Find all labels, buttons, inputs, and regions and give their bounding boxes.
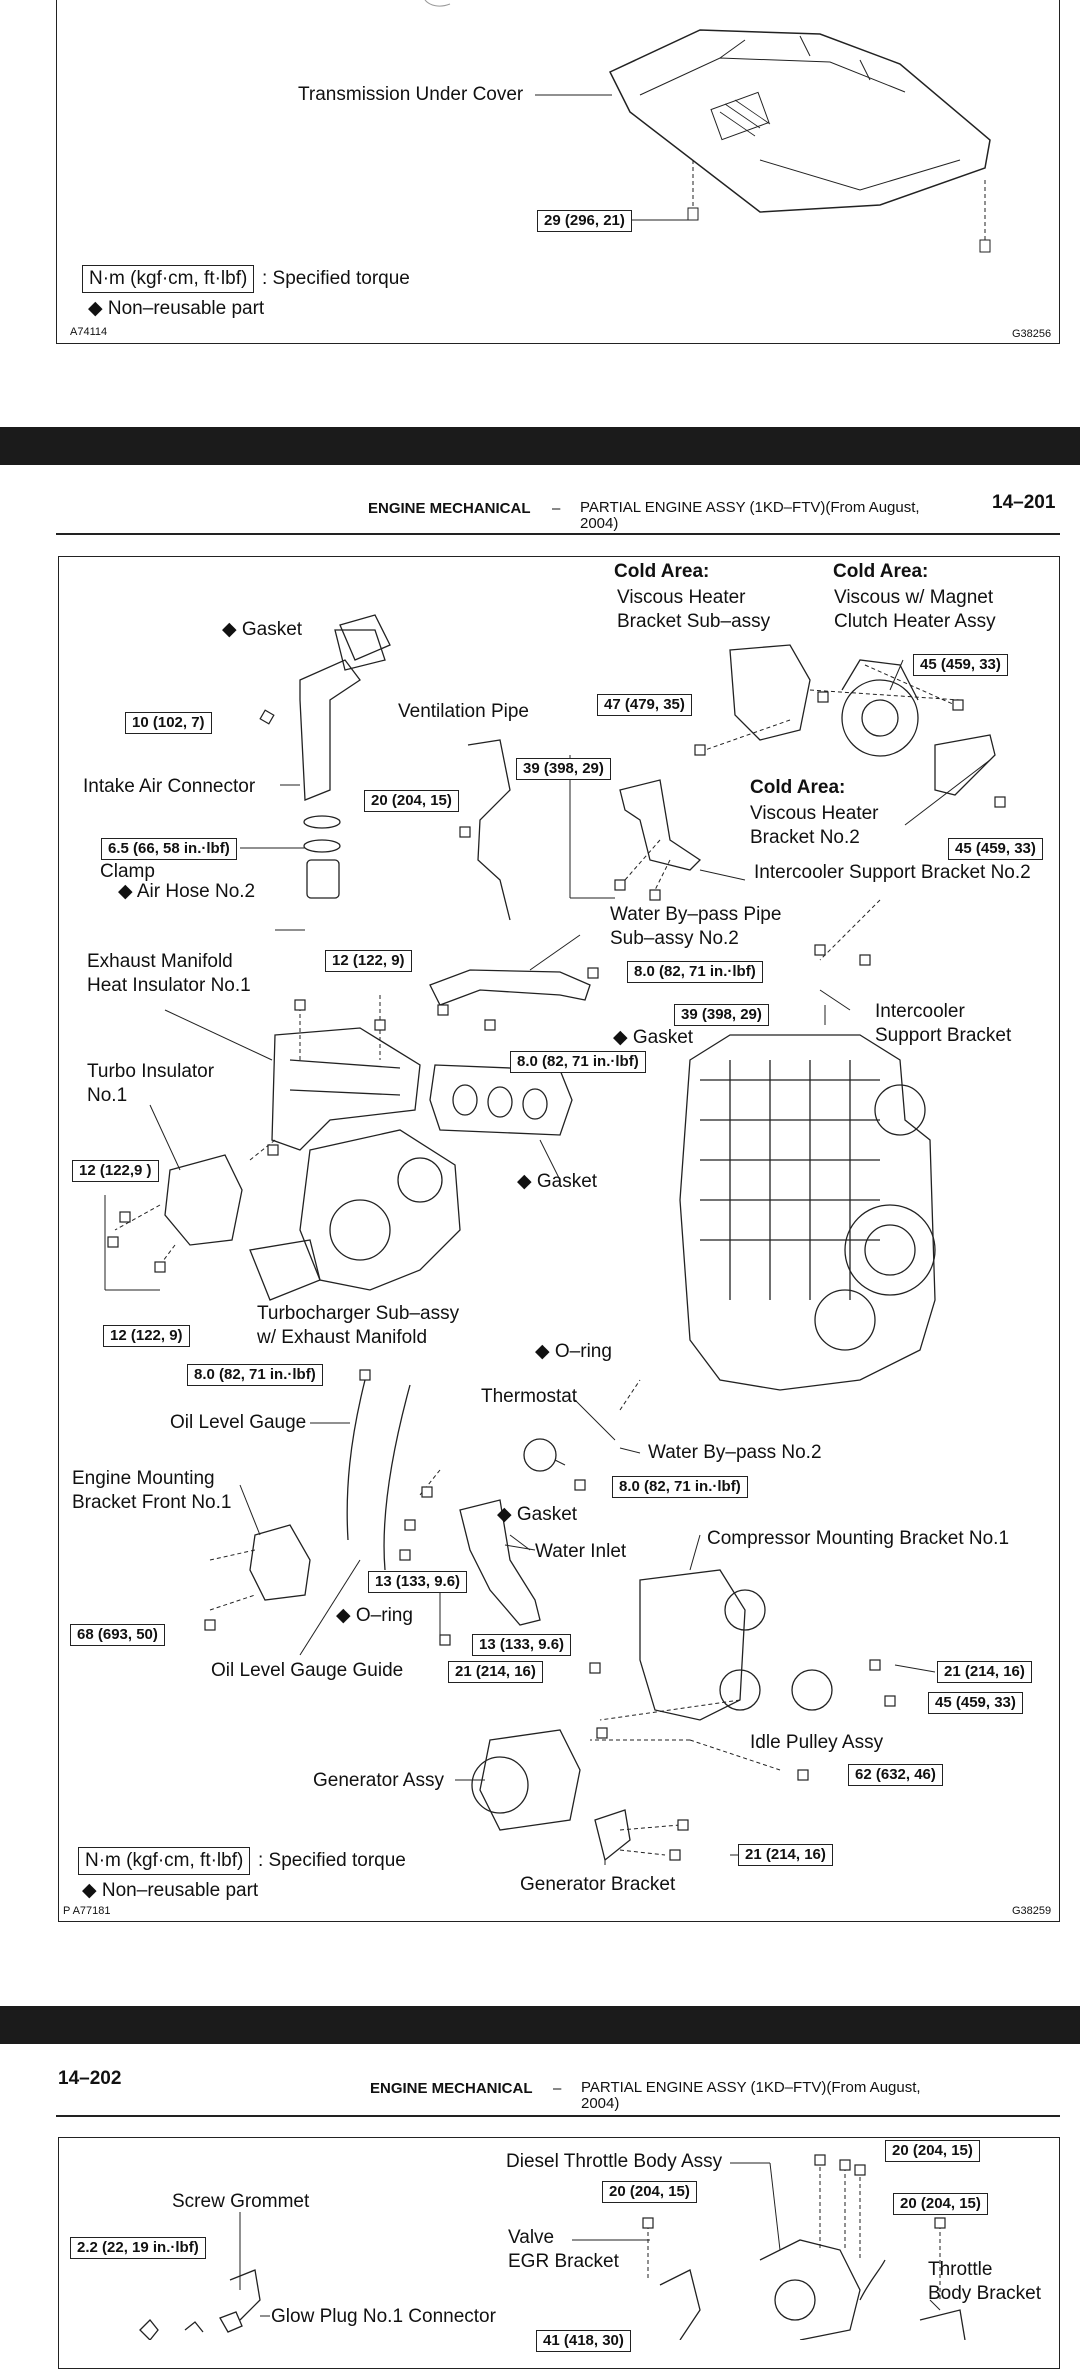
label-cold-area-1: Cold Area: [614,561,710,582]
torque-spec: 21 (214, 16) [937,1661,1032,1683]
torque-spec: 39 (398, 29) [674,1004,769,1026]
page3-header-section: ENGINE MECHANICAL [370,2080,533,2097]
label-viscous-heater-bracket-2: Viscous Heater Bracket No.2 [750,803,879,848]
label-compressor-mounting-bracket: Compressor Mounting Bracket No.1 [707,1528,1010,1549]
torque-spec: 8.0 (82, 71 in.·lbf) [612,1476,748,1498]
torque-spec: 20 (204, 15) [364,790,459,812]
page2-diagram-frame [58,556,1060,1922]
page2-header-sub: PARTIAL ENGINE ASSY (1KD–FTV)(From Augus… [580,499,920,532]
label-cold-area-2: Cold Area: [833,561,929,582]
label-clamp: Clamp [100,861,155,882]
torque-spec: 8.0 (82, 71 in.·lbf) [510,1051,646,1073]
torque-spec: 29 (296, 21) [537,210,632,232]
label-thermostat: Thermostat [481,1386,578,1407]
label-water-bypass-2: Water By–pass No.2 [648,1442,822,1463]
label-oil-level-gauge-guide: Oil Level Gauge Guide [211,1660,404,1681]
label-gasket-2: ◆ Gasket [613,1027,694,1048]
page3-header-sub: PARTIAL ENGINE ASSY (1KD–FTV)(From Augus… [581,2079,921,2112]
torque-spec: 45 (459, 33) [913,654,1008,676]
label-o-ring-1: ◆ O–ring [535,1341,612,1362]
torque-spec: 2.2 (22, 19 in.·lbf) [70,2237,206,2259]
label-turbo-insulator: Turbo Insulator No.1 [87,1061,215,1106]
legend-torque-box: N·m (kgf·cm, ft·lbf) [82,265,255,293]
label-engine-mounting-bracket: Engine Mounting Bracket Front No.1 [72,1468,232,1513]
torque-spec: 12 (122, 9) [325,950,412,972]
legend-torque-text: : Specified torque [262,268,410,289]
code-left: P A77181 [63,1905,111,1917]
label-screw-grommet: Screw Grommet [172,2191,310,2212]
label-generator-bracket: Generator Bracket [520,1874,676,1895]
label-generator-assy: Generator Assy [313,1770,444,1791]
label-intercooler-support-bracket-2: Intercooler Support Bracket No.2 [754,862,1031,883]
label-turbocharger: Turbocharger Sub–assy w/ Exhaust Manifol… [257,1303,460,1348]
label-water-bypass-pipe: Water By–pass Pipe Sub–assy No.2 [610,904,782,949]
torque-spec: 21 (214, 16) [448,1661,543,1683]
label-air-hose-2: ◆ Air Hose No.2 [118,881,256,902]
label-diesel-throttle-body: Diesel Throttle Body Assy [506,2151,723,2172]
legend-nonreusable: ◆ Non–reusable part [88,298,265,319]
torque-spec: 8.0 (82, 71 in.·lbf) [187,1364,323,1386]
label-intercooler-support-bracket: Intercooler Support Bracket [875,1001,1012,1046]
label-viscous-magnet-clutch: Viscous w/ Magnet Clutch Heater Assy [834,587,996,632]
page2-header-section: ENGINE MECHANICAL [368,500,531,517]
label-cold-area-3: Cold Area: [750,777,846,798]
label-viscous-heater-bracket: Viscous Heater Bracket Sub–assy [617,587,771,632]
label-exhaust-manifold-heat-insulator: Exhaust Manifold Heat Insulator No.1 [87,951,251,996]
legend-torque-text: : Specified torque [258,1850,406,1871]
label-o-ring-2: ◆ O–ring [336,1605,413,1626]
code-right: G38256 [1012,328,1052,340]
code-right: G38259 [1012,1905,1052,1917]
torque-spec: 45 (459, 33) [948,838,1043,860]
label-transmission-under-cover: Transmission Under Cover [298,84,524,105]
page2-header-rule [56,533,1060,535]
torque-spec: 8.0 (82, 71 in.·lbf) [627,961,763,983]
label-intake-air-connector: Intake Air Connector [83,776,256,797]
label-water-inlet: Water Inlet [535,1541,627,1562]
label-gasket-3: ◆ Gasket [517,1171,598,1192]
page3-header-rule [56,2115,1060,2117]
page3-header-dash: – [553,2080,562,2097]
page2-number: 14–201 [992,492,1056,513]
label-ventilation-pipe: Ventilation Pipe [398,701,529,722]
torque-spec: 6.5 (66, 58 in.·lbf) [101,838,237,860]
torque-spec: 12 (122,9 ) [72,1160,159,1182]
label-oil-level-gauge: Oil Level Gauge [170,1412,307,1433]
torque-spec: 39 (398, 29) [516,758,611,780]
page3-number: 14–202 [58,2068,122,2089]
torque-spec: 45 (459, 33) [928,1692,1023,1714]
label-glow-plug-connector: Glow Plug No.1 Connector [271,2306,496,2327]
torque-spec: 47 (479, 35) [597,694,692,716]
torque-spec: 13 (133, 9.6) [472,1634,572,1656]
torque-spec: 20 (204, 15) [893,2193,988,2215]
torque-spec: 20 (204, 15) [602,2181,697,2203]
torque-spec: 21 (214, 16) [738,1844,833,1866]
torque-spec: 10 (102, 7) [125,712,212,734]
legend-nonreusable: ◆ Non–reusable part [82,1880,259,1901]
torque-spec: 68 (693, 50) [70,1624,165,1646]
torque-spec: 41 (418, 30) [536,2330,631,2352]
code-left: A74114 [70,326,108,338]
legend-torque-box: N·m (kgf·cm, ft·lbf) [78,1847,251,1875]
page-separator-1 [0,427,1080,465]
torque-spec: 12 (122, 9) [103,1325,190,1347]
label-gasket-1: ◆ Gasket [222,619,303,640]
label-gasket-4: ◆ Gasket [497,1504,578,1525]
label-idle-pulley-assy: Idle Pulley Assy [750,1732,884,1753]
page2-header-dash: – [552,500,561,517]
label-valve-egr-bracket: Valve EGR Bracket [508,2227,619,2272]
label-throttle-body-bracket: Throttle Body Bracket [928,2259,1041,2304]
torque-spec: 13 (133, 9.6) [368,1571,468,1593]
torque-spec: 62 (632, 46) [848,1764,943,1786]
page-separator-2 [0,2006,1080,2044]
torque-spec: 20 (204, 15) [885,2140,980,2162]
